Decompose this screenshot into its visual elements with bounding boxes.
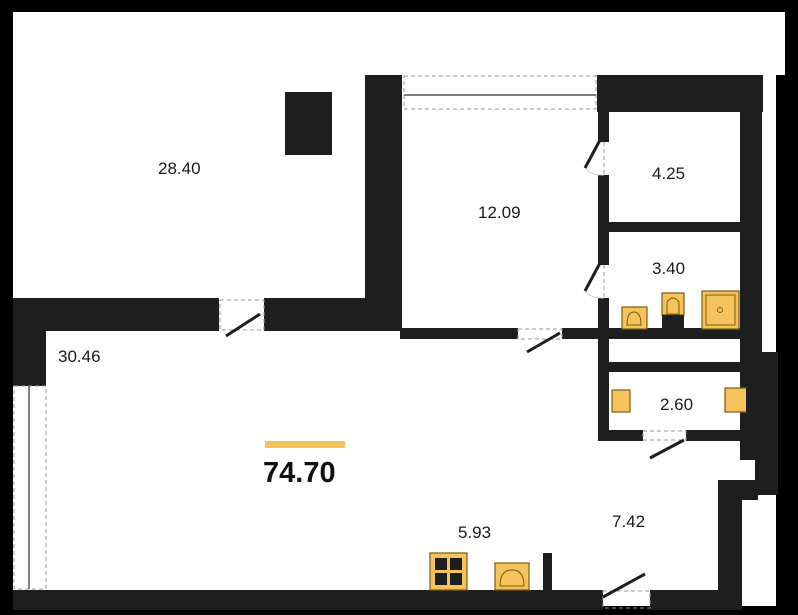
- door-bathroom[interactable]: [583, 262, 605, 299]
- room-area-living: 30.46: [58, 347, 101, 366]
- room-area-bathroom: 3.40: [652, 259, 685, 278]
- wall: [365, 75, 402, 331]
- room-area-storage: 4.25: [652, 164, 685, 183]
- wall: [597, 75, 763, 112]
- room-area-wc: 2.60: [660, 395, 693, 414]
- wall: [718, 480, 742, 610]
- door-storage[interactable]: [583, 139, 605, 176]
- room-area-kitchen: 5.93: [458, 523, 491, 542]
- wall: [686, 430, 758, 441]
- wall: [755, 352, 778, 495]
- wall: [562, 328, 760, 339]
- column: [285, 92, 332, 155]
- window-left: [13, 385, 47, 590]
- total-area-accent-bar: [265, 441, 345, 448]
- door-entrance[interactable]: [602, 572, 651, 609]
- toilet-wc: [724, 387, 756, 413]
- kitchen-partition: [543, 553, 552, 590]
- sink-kitchen: [494, 562, 530, 591]
- wall: [650, 590, 742, 610]
- sink-wc: [611, 389, 631, 413]
- wall: [598, 222, 743, 232]
- stove: [429, 552, 468, 591]
- toilet-bathroom: [661, 292, 685, 329]
- wall: [598, 175, 609, 265]
- shower-tray: [701, 290, 740, 330]
- total-area: 74.70: [263, 457, 336, 489]
- room-area-terrace: 28.40: [158, 159, 201, 178]
- outer-edge-right: [776, 75, 786, 606]
- room-area-bedroom: 12.09: [478, 203, 521, 222]
- wall: [400, 328, 518, 339]
- wall: [598, 430, 643, 441]
- door-wc[interactable]: [642, 430, 687, 460]
- sink-bathroom: [621, 306, 648, 330]
- room-area-hall: 7.42: [612, 512, 645, 531]
- window-top: [403, 75, 597, 110]
- wall: [13, 298, 46, 386]
- wall: [13, 590, 603, 610]
- walls: [13, 75, 778, 610]
- wall: [13, 298, 219, 331]
- door-terrace[interactable]: [219, 299, 265, 338]
- wall: [598, 362, 758, 372]
- door-bedroom[interactable]: [517, 328, 563, 354]
- wall: [598, 110, 609, 142]
